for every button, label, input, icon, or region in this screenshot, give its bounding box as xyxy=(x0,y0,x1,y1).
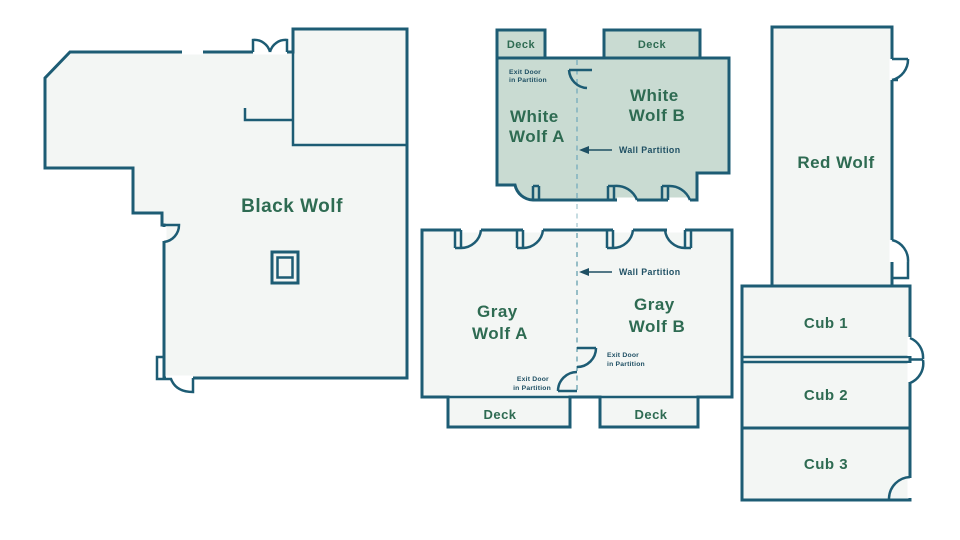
wall-partition-arrowhead-icon-gray xyxy=(579,268,589,276)
red-wolf-door-bottom-icon xyxy=(891,238,910,280)
cub2-label: Cub 2 xyxy=(804,387,848,404)
white-wolf-deck-b-label: Deck xyxy=(638,39,667,51)
double-door-icon xyxy=(251,38,289,53)
white-wolf-partition-door-icon xyxy=(567,68,592,90)
gray-wolf-deck-a-label: Deck xyxy=(483,407,516,422)
gray-wolf-top-door-4 xyxy=(663,229,693,250)
black-wolf-label: Black Wolf xyxy=(241,196,343,217)
red-wolf-label: Red Wolf xyxy=(797,153,874,172)
gray-wolf-deck-b-label: Deck xyxy=(634,407,667,422)
room-black-wolf: Black Wolf xyxy=(43,27,409,394)
white-wolf-a-label: White Wolf A xyxy=(509,107,565,146)
gray-wolf-partition-door-upper xyxy=(576,346,598,369)
room-gray-wolf: Exit Door in Partition Exit Door in Part… xyxy=(420,204,734,429)
cub3-door-icon xyxy=(887,475,911,500)
black-wolf-outline xyxy=(43,27,409,380)
black-wolf-wall-stub xyxy=(243,108,293,122)
red-wolf-door-top-icon xyxy=(891,57,910,82)
gray-wolf-b-label: Gray Wolf B xyxy=(629,295,686,336)
cub3-label: Cub 3 xyxy=(804,456,848,473)
bottom-door-icon xyxy=(155,355,195,394)
gray-wolf-a-label: Gray Wolf A xyxy=(472,302,528,343)
gray-wolf-partition-label: Wall Partition xyxy=(619,267,680,277)
white-wolf-door-icon-2 xyxy=(660,184,692,201)
white-wolf-deck-a-label: Deck xyxy=(507,39,536,51)
cub1-cub2-door-icon xyxy=(909,336,925,385)
column-icon xyxy=(270,250,300,285)
white-wolf-exit-door-note: Exit Door in Partition xyxy=(509,69,547,84)
white-wolf-outline xyxy=(495,56,731,202)
gray-wolf-exit-door-note-upper: Exit Door in Partition xyxy=(607,352,645,368)
left-door-icon xyxy=(163,223,181,244)
gray-wolf-partition-door-lower xyxy=(556,370,578,393)
black-wolf-inner-room-walls xyxy=(291,52,407,147)
gray-wolf-top-door-1 xyxy=(453,229,483,250)
white-wolf-door-tab xyxy=(531,184,541,200)
white-wolf-b-label: White Wolf B xyxy=(629,86,686,125)
rooms-cubs: Cub 1 Cub 2 Cub 3 xyxy=(740,284,925,502)
white-wolf-partition-label: Wall Partition xyxy=(619,145,680,155)
white-wolf-deck-a xyxy=(495,28,547,60)
gray-wolf-top-door-2 xyxy=(515,229,545,250)
gray-wolf-top-door-3 xyxy=(605,229,635,250)
gray-wolf-exit-door-note-lower: Exit Door in Partition xyxy=(513,376,551,392)
cub1-label: Cub 1 xyxy=(804,315,848,332)
room-white-wolf: Exit Door in Partition Wall Partition De… xyxy=(495,28,731,203)
white-wolf-door-icon-1 xyxy=(606,184,639,201)
column-icon-inner xyxy=(276,256,294,279)
room-red-wolf: Red Wolf xyxy=(770,25,910,289)
wall-partition-arrowhead-icon xyxy=(579,146,589,154)
